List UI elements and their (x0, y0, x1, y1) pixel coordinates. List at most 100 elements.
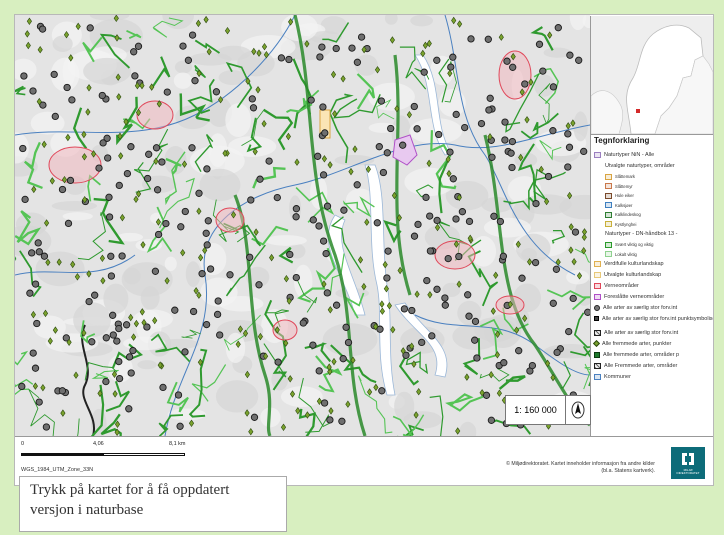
nature-type-line (241, 108, 265, 146)
nature-type-line (520, 112, 559, 140)
species-point (107, 272, 116, 280)
map-canvas[interactable] (15, 15, 590, 436)
species-point (115, 181, 123, 190)
legend-item-label: Naturtyper NiN - Alle (604, 151, 655, 158)
species-point (129, 346, 137, 355)
species-point (203, 165, 211, 173)
alien-species-point (116, 93, 122, 101)
alien-species-point (565, 122, 571, 130)
alien-species-point (340, 75, 346, 83)
species-point (162, 219, 170, 228)
legend-symbol-icon (594, 271, 601, 278)
alien-species-point (295, 407, 301, 415)
species-point (515, 347, 523, 355)
species-point (496, 217, 505, 226)
species-point (109, 311, 117, 319)
alien-species-point (490, 307, 496, 315)
species-point (105, 213, 114, 221)
species-point (332, 44, 340, 53)
species-point (285, 55, 293, 64)
nature-type-line (322, 22, 350, 43)
alien-species-point (195, 19, 201, 28)
alien-species-point (206, 47, 212, 56)
legend-item-label: Slåttemyr (615, 183, 633, 189)
species-point (265, 157, 273, 165)
alien-species-point (224, 26, 231, 35)
relief-shape (535, 129, 587, 157)
species-point (277, 54, 286, 62)
species-point (99, 139, 107, 147)
alien-species-point (426, 39, 432, 48)
relief-shape (265, 235, 307, 246)
alien-species-point (316, 397, 322, 406)
nature-type-line (263, 343, 287, 378)
species-point (29, 349, 37, 357)
scale-ratio-text: 1: 160 000 (514, 405, 557, 415)
species-point (206, 265, 215, 273)
nature-type-line (438, 161, 449, 214)
alien-species-point (374, 66, 381, 74)
species-point (202, 320, 211, 329)
species-point (487, 416, 496, 424)
nature-type-line (294, 275, 318, 313)
alien-species-point (63, 30, 70, 39)
alien-species-point (327, 306, 333, 314)
legend-item-label: Slåttemark (615, 174, 636, 179)
update-caption-link[interactable]: Trykk på kartet for å få oppdatert versj… (19, 476, 287, 532)
relief-shape (228, 136, 277, 157)
alien-species-point (197, 358, 203, 367)
alien-species-point (42, 309, 49, 318)
species-point (322, 249, 330, 258)
nature-type-line (479, 368, 510, 382)
species-point (31, 280, 40, 288)
nature-type-line (582, 345, 590, 387)
boundary-line (294, 124, 590, 186)
nature-type-line (583, 363, 590, 390)
alien-species-point (131, 333, 137, 341)
legend-symbol-icon (605, 241, 612, 248)
alien-species-point (242, 329, 249, 338)
species-point (501, 118, 509, 126)
inset-map-graphic (591, 16, 713, 135)
species-point (113, 337, 121, 345)
alien-species-point (391, 191, 397, 200)
protected-area-shape (136, 100, 174, 130)
alien-species-point (283, 274, 289, 283)
relief-shape (569, 15, 587, 31)
relief-shape (575, 278, 590, 306)
species-point (145, 150, 153, 158)
alien-species-point (86, 84, 92, 92)
species-point (188, 144, 196, 152)
species-point (501, 136, 509, 144)
nature-type-line (246, 117, 263, 153)
species-point (544, 172, 553, 181)
legend-symbol-icon (594, 351, 600, 358)
species-point (115, 357, 123, 366)
alien-species-point (288, 18, 294, 26)
alien-species-point (99, 254, 105, 263)
alien-species-point (235, 340, 241, 349)
nature-corridor-line (233, 194, 272, 436)
species-point (38, 25, 47, 33)
species-point (143, 174, 152, 183)
legend-item: Foreslåtte verneområder (594, 292, 664, 301)
relief-shape (135, 239, 163, 252)
nature-type-line (90, 384, 105, 436)
alien-species-point (568, 223, 574, 231)
alien-species-points (24, 15, 588, 436)
alien-species-point (518, 153, 524, 162)
nature-type-line (82, 36, 103, 63)
relief-shape (334, 154, 375, 166)
alien-species-point (332, 110, 338, 118)
nature-type-line (80, 320, 96, 344)
species-point (486, 94, 494, 102)
nature-type-line (397, 414, 425, 436)
alien-species-point (446, 169, 452, 178)
alien-species-point (49, 177, 55, 185)
alien-species-point (134, 81, 140, 90)
species-point (176, 422, 184, 430)
alien-species-point (327, 161, 333, 169)
species-point (344, 338, 353, 347)
alien-species-point (202, 246, 208, 255)
